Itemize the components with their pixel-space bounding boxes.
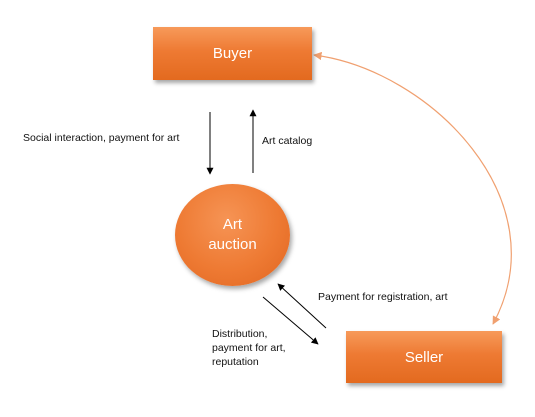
seller-label: Seller bbox=[404, 348, 444, 366]
buyer-label: Buyer bbox=[212, 45, 253, 62]
edge-label-auction-to-seller: Distribution, payment for art, reputatio… bbox=[212, 327, 312, 369]
edge-label-auction-to-buyer: Art catalog bbox=[262, 135, 313, 147]
auction-label-line1: Art bbox=[222, 216, 243, 233]
edge-label-seller-to-auction: Payment for registration, art bbox=[318, 291, 448, 303]
edge-label-auction-to-seller-line1: Distribution, bbox=[212, 328, 268, 340]
edge-label-auction-to-seller-line2: payment for art, bbox=[212, 342, 286, 354]
art-auction-node: Art auction bbox=[175, 184, 290, 286]
buyer-node: Buyer bbox=[153, 27, 312, 80]
arrow-auction-to-seller bbox=[262, 296, 319, 345]
curve-buyer-seller bbox=[313, 51, 512, 325]
seller-node: Seller bbox=[346, 331, 502, 383]
auction-label-line2: auction bbox=[208, 236, 257, 253]
edge-label-buyer-to-auction: Social interaction, payment for art bbox=[23, 132, 180, 144]
edge-label-auction-to-seller-line3: reputation bbox=[212, 356, 259, 368]
